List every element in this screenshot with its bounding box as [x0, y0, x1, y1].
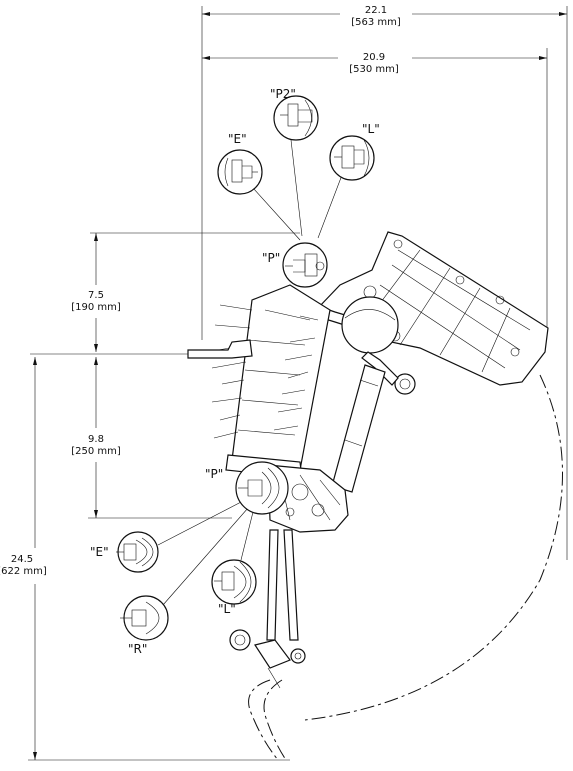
detail-bottom-r [120, 595, 169, 641]
total-height-value: 24.5 [11, 554, 33, 565]
detail-top-l [329, 135, 375, 181]
total-height-metric: [622 mm] [0, 566, 47, 577]
middle-height-value: 9.8 [88, 434, 104, 445]
overall-width-value: 22.1 [365, 5, 387, 16]
detail-bottom-e [116, 531, 159, 573]
detail-bottom-p [235, 461, 289, 515]
upper-height-metric: [190 mm] [71, 302, 121, 313]
detail-top-p2 [273, 95, 319, 141]
dimension-total-height: 24.5 [622 mm] [0, 357, 290, 761]
callout-bottom-p: "P" [205, 467, 223, 481]
insulator-body [211, 284, 331, 479]
overall-width-metric: [563 mm] [351, 17, 401, 28]
callout-bottom-l: "L" [218, 602, 236, 616]
callout-bottom-r: "R" [128, 642, 147, 656]
callout-top-p2: "P2" [270, 87, 296, 101]
top-callout-leaders [252, 139, 343, 241]
lower-mechanism [267, 464, 349, 533]
dimension-middle-height: 9.8 [250 mm] [30, 353, 232, 519]
inner-width-metric: [530 mm] [349, 64, 399, 75]
dimension-inner-width: 20.9 [530 mm] [202, 48, 548, 330]
upper-handle [316, 231, 549, 386]
detail-top-p [282, 242, 328, 288]
hookstick-assembly [229, 529, 306, 761]
callout-top-e: "E" [228, 132, 247, 146]
dimension-overall-width: 22.1 [563 mm] [201, 5, 568, 560]
callout-top-l: "L" [362, 122, 380, 136]
detail-bottom-l [211, 559, 257, 605]
callout-bottom-e: "E" [90, 545, 109, 559]
dimension-upper-height: 7.5 [190 mm] [71, 232, 300, 352]
middle-height-metric: [250 mm] [71, 446, 121, 457]
swing-arc [304, 374, 563, 721]
callout-top-p: "P" [262, 251, 280, 265]
left-mounting-stub [187, 339, 253, 359]
detail-top-e [217, 149, 263, 195]
upper-height-value: 7.5 [88, 290, 104, 301]
bottom-callout-leaders [157, 499, 255, 606]
upper-link-arm [295, 296, 416, 395]
fuse-tube [331, 364, 386, 493]
inner-width-value: 20.9 [363, 52, 385, 63]
